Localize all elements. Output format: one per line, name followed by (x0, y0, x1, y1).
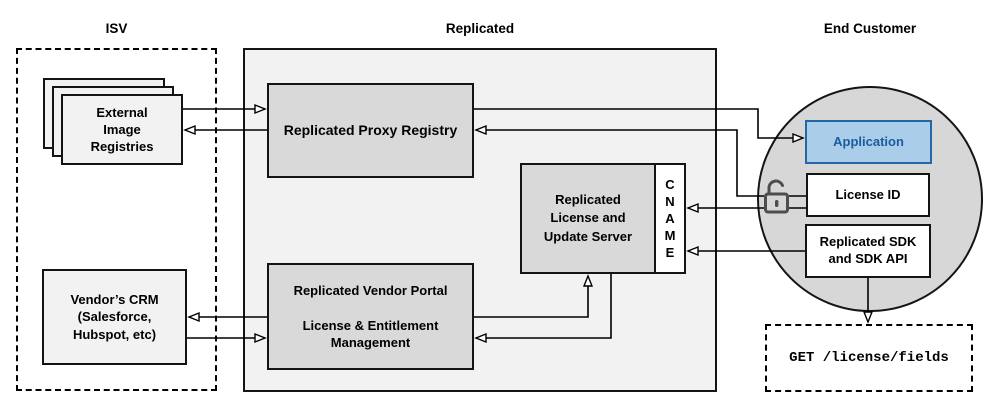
replicated-proxy-registry-box: Replicated Proxy Registry (267, 83, 474, 178)
unlocked-padlock-icon (764, 179, 789, 214)
vendor-portal-box: Replicated Vendor Portal License & Entit… (267, 263, 474, 370)
external-image-registries-box: External Image Registries (61, 94, 183, 165)
license-update-server-box: Replicated License and Update Server C N… (520, 163, 686, 274)
vendor-crm-box: Vendor’s CRM (Salesforce, Hubspot, etc) (42, 269, 187, 365)
api-request-label: GET /license/fields (789, 350, 949, 366)
license-update-server-label: Replicated License and Update Server (522, 165, 654, 272)
replicated-sdk-label: Replicated SDK and SDK API (819, 234, 917, 266)
isv-section-label: ISV (105, 21, 128, 36)
license-id-label: License ID (835, 187, 901, 203)
application-box: Application (805, 120, 932, 164)
replicated-sdk-box: Replicated SDK and SDK API (805, 224, 931, 278)
replicated-proxy-registry-label: Replicated Proxy Registry (283, 122, 458, 139)
end-customer-section-label: End Customer (823, 21, 917, 36)
replicated-section-label: Replicated (445, 21, 515, 36)
vendor-crm-label: Vendor’s CRM (Salesforce, Hubspot, etc) (70, 292, 159, 342)
cname-strip: C N A M E (654, 165, 684, 272)
license-id-box: License ID (806, 173, 930, 217)
vendor-portal-label: Replicated Vendor Portal License & Entit… (293, 283, 448, 350)
application-label: Application (833, 134, 904, 150)
api-request-box: GET /license/fields (765, 324, 973, 392)
external-image-registries-label: External Image Registries (90, 104, 154, 155)
